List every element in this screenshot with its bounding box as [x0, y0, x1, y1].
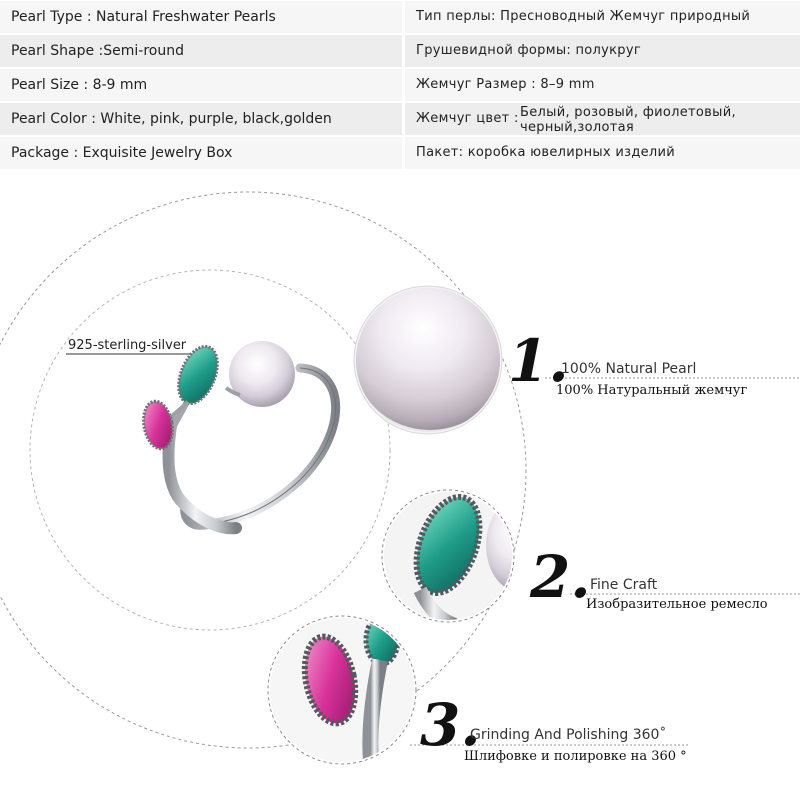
- spec-color-ru-key: Жемчуг цвет :: [416, 111, 519, 126]
- spec-row-type: Pearl Type : Natural Freshwater Pearls Т…: [0, 0, 800, 34]
- spec-package-ru: Пакет: коробка ювелирных изделий: [405, 137, 800, 169]
- material-label: 925-sterling-silver: [68, 338, 187, 353]
- product-illustration: [0, 191, 800, 765]
- spec-type-en: Pearl Type : Natural Freshwater Pearls: [0, 1, 402, 33]
- spec-table: Pearl Type : Natural Freshwater Pearls Т…: [0, 0, 800, 170]
- detail-pearl-circle: [353, 285, 503, 435]
- spec-color-en: Pearl Color : White, pink, purple, black…: [0, 103, 402, 135]
- feature-3-ru: Шлифовке и полировке на 360 °: [464, 749, 687, 764]
- inner-dashed-circle: [29, 269, 391, 631]
- spec-row-size: Pearl Size : 8-9 mm Жемчуг Размер : 8–9 …: [0, 68, 800, 102]
- spec-shape-ru: Грушевидной формы: полукруг: [405, 35, 800, 67]
- spec-size-ru: Жемчуг Размер : 8–9 mm: [405, 69, 800, 101]
- pearl-image: [229, 341, 295, 407]
- detail-polish-circle: [267, 615, 417, 765]
- spec-shape-en: Pearl Shape :Semi-round: [0, 35, 402, 67]
- spec-size-en: Pearl Size : 8-9 mm: [0, 69, 402, 101]
- feature-1-ru: 100% Натуральный жемчуг: [556, 383, 748, 398]
- spec-color-ru-value: Белый, розовый, фиолетовый, черный,золот…: [520, 105, 736, 135]
- spec-row-shape: Pearl Shape :Semi-round Грушевидной форм…: [0, 34, 800, 68]
- spec-package-en: Package : Exquisite Jewelry Box: [0, 137, 402, 169]
- ring-image: [142, 341, 341, 535]
- feature-3-number: 3.: [420, 691, 481, 759]
- outer-dashed-circle: [0, 191, 527, 749]
- spec-type-ru: Тип перлы: Пресноводный Жемчуг природный: [405, 1, 800, 33]
- feature-1-en: 100% Natural Pearl: [561, 361, 697, 377]
- feature-2-number: 2.: [530, 543, 591, 611]
- feature-1-number: 1.: [508, 327, 569, 395]
- spec-row-color: Pearl Color : White, pink, purple, black…: [0, 102, 800, 136]
- spec-row-package: Package : Exquisite Jewelry Box Пакет: к…: [0, 136, 800, 170]
- feature-2-ru: Изобразительное ремесло: [586, 597, 768, 612]
- spec-color-ru: Жемчуг цвет : Белый, розовый, фиолетовый…: [405, 103, 800, 135]
- feature-2-en: Fine Craft: [590, 577, 658, 593]
- ruby-leaf-image: [142, 399, 174, 451]
- detail-craft-circle: [381, 489, 515, 623]
- feature-3-en: Grinding And Polishing 360˚: [470, 727, 667, 743]
- emerald-leaf-image: [177, 344, 219, 406]
